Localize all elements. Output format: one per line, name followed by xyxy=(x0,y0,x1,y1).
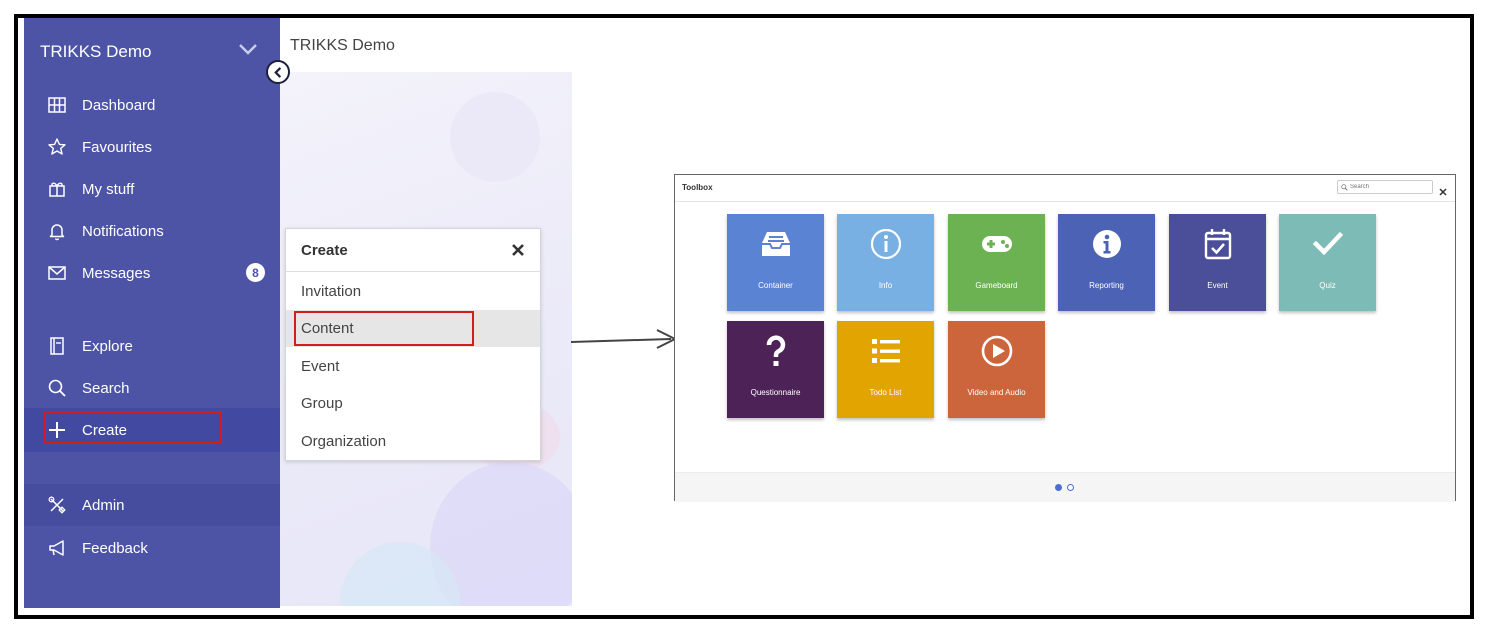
tools-icon xyxy=(46,494,68,516)
tile-label: Container xyxy=(758,281,793,290)
list-icon xyxy=(837,333,934,369)
toolbox-header: Toolbox xyxy=(675,175,1455,202)
toolbox-dialog: Toolbox Container Info xyxy=(674,174,1456,502)
calendar-check-icon xyxy=(1169,226,1266,262)
sidebar: TRIKKS Demo Dashboard Favourites My stuf… xyxy=(24,18,280,608)
sidebar-item-label: Messages xyxy=(82,264,151,282)
search-icon xyxy=(46,377,68,399)
gamepad-icon xyxy=(948,226,1045,262)
sidebar-item-search[interactable]: Search xyxy=(24,368,280,408)
tile-questionnaire[interactable]: Questionnaire xyxy=(727,321,824,418)
tile-label: Gameboard xyxy=(975,281,1018,290)
sidebar-item-explore[interactable]: Explore xyxy=(24,326,280,366)
sidebar-item-label: Feedback xyxy=(82,539,148,557)
content-highlight-box xyxy=(294,311,474,346)
sidebar-item-label: Create xyxy=(82,421,128,439)
sidebar-item-label: Notifications xyxy=(82,222,164,240)
sidebar-item-label: My stuff xyxy=(82,180,135,198)
checkmark-icon xyxy=(1279,226,1376,262)
sidebar-title: TRIKKS Demo xyxy=(40,42,152,61)
tile-video-and-audio[interactable]: Video and Audio xyxy=(948,321,1045,418)
play-circle-icon xyxy=(948,333,1045,369)
megaphone-icon xyxy=(46,537,68,559)
create-menu-panel: Create Invitation Content Event Group Or… xyxy=(285,228,541,461)
toolbox-title: Toolbox xyxy=(682,183,713,192)
sidebar-header[interactable]: TRIKKS Demo xyxy=(24,18,280,82)
decor-shape xyxy=(450,92,540,182)
sidebar-item-label: Search xyxy=(82,379,130,397)
create-menu-item-content[interactable]: Content xyxy=(286,310,540,347)
info-circle-icon xyxy=(837,226,934,262)
create-menu-title: Create xyxy=(301,242,348,259)
tile-quiz[interactable]: Quiz xyxy=(1279,214,1376,311)
plus-icon xyxy=(46,419,68,441)
gift-icon xyxy=(46,178,68,200)
star-icon xyxy=(46,136,68,158)
sidebar-item-admin[interactable]: Admin xyxy=(24,484,280,526)
create-menu-item-group[interactable]: Group xyxy=(301,395,343,412)
sidebar-item-notifications[interactable]: Notifications xyxy=(24,211,280,251)
tile-event[interactable]: Event xyxy=(1169,214,1266,311)
sidebar-item-label: Dashboard xyxy=(82,96,156,114)
tile-reporting[interactable]: Reporting xyxy=(1058,214,1155,311)
page-dot-active[interactable] xyxy=(1055,484,1062,491)
sidebar-collapse-button[interactable] xyxy=(266,60,290,84)
toolbox-search-input[interactable] xyxy=(1350,181,1430,193)
sidebar-item-favourites[interactable]: Favourites xyxy=(24,127,280,167)
info-badge-icon xyxy=(1058,226,1155,262)
grid-icon xyxy=(46,94,68,116)
bell-icon xyxy=(46,220,68,242)
page-dot[interactable] xyxy=(1067,484,1074,491)
sidebar-item-messages[interactable]: Messages 8 xyxy=(24,253,280,293)
tile-label: Questionnaire xyxy=(750,388,801,397)
screenshot-frame: TRIKKS Demo Dashboard Favourites My stuf… xyxy=(14,14,1474,619)
close-icon[interactable] xyxy=(1439,183,1447,196)
sidebar-item-label: Admin xyxy=(82,496,125,514)
create-menu-item-organization[interactable]: Organization xyxy=(301,433,387,450)
book-icon xyxy=(46,335,68,357)
tile-label: Reporting xyxy=(1089,281,1124,290)
create-highlight-box xyxy=(44,411,222,444)
page-title: TRIKKS Demo xyxy=(290,37,395,54)
close-icon[interactable] xyxy=(510,242,526,258)
tile-label: Todo List xyxy=(869,388,902,397)
sidebar-item-my-stuff[interactable]: My stuff xyxy=(24,169,280,209)
question-icon xyxy=(727,333,824,369)
tile-info[interactable]: Info xyxy=(837,214,934,311)
tile-gameboard[interactable]: Gameboard xyxy=(948,214,1045,311)
sidebar-item-feedback[interactable]: Feedback xyxy=(24,528,280,568)
tile-container[interactable]: Container xyxy=(727,214,824,311)
unread-count-badge: 8 xyxy=(246,263,265,282)
sidebar-item-dashboard[interactable]: Dashboard xyxy=(24,85,280,125)
chevron-left-icon xyxy=(273,66,281,78)
arrow-right-icon xyxy=(571,329,678,349)
tile-label: Quiz xyxy=(1319,281,1336,290)
sidebar-item-label: Explore xyxy=(82,337,133,355)
inbox-icon xyxy=(727,226,824,262)
create-menu-item-event[interactable]: Event xyxy=(301,358,340,375)
tile-label: Info xyxy=(878,281,893,290)
search-icon xyxy=(1341,183,1348,191)
chevron-down-icon[interactable] xyxy=(238,42,258,56)
toolbox-pagination xyxy=(675,472,1455,502)
create-menu-header: Create xyxy=(286,229,540,272)
toolbox-search[interactable] xyxy=(1337,180,1433,194)
tile-todo-list[interactable]: Todo List xyxy=(837,321,934,418)
create-menu-item-invitation[interactable]: Invitation xyxy=(301,283,362,300)
tile-label: Video and Audio xyxy=(967,388,1026,397)
sidebar-item-label: Favourites xyxy=(82,138,153,156)
tile-label: Event xyxy=(1207,281,1228,290)
envelope-icon xyxy=(46,262,68,284)
sidebar-item-create[interactable]: Create xyxy=(24,408,280,452)
